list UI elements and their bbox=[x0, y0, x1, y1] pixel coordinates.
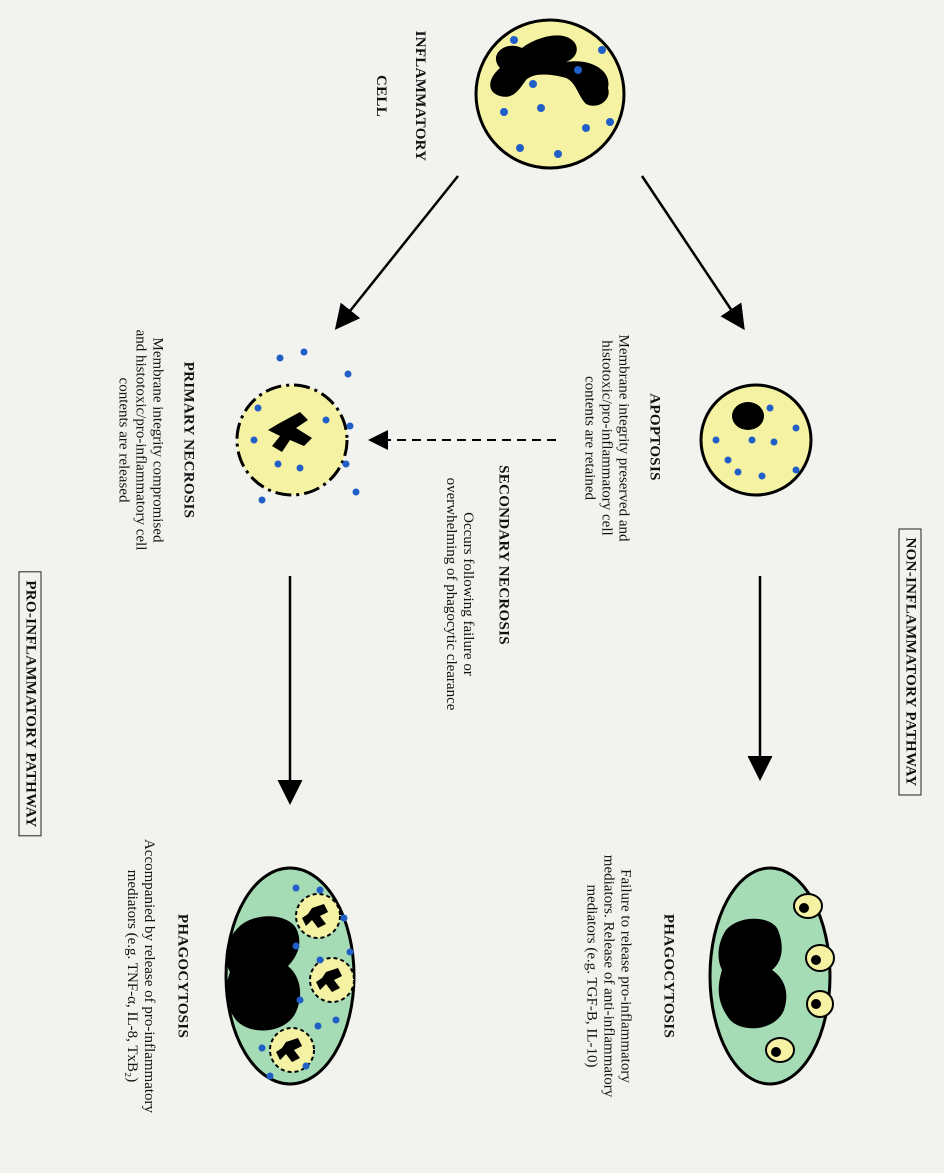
label-secondary-necrosis: SECONDARY NECROSIS bbox=[495, 465, 512, 645]
phagocyte-pro-nucleus bbox=[226, 916, 300, 1030]
label-primary-necrosis: PRIMARY NECROSIS bbox=[180, 362, 197, 519]
arrow-to-apoptosis bbox=[642, 176, 742, 326]
pro-inflammatory-pathway-title: PRO-INFLAMMATORY PATHWAY bbox=[19, 571, 42, 836]
necrotic-cell bbox=[237, 349, 360, 504]
inflammatory-cell-line-2: CELL bbox=[372, 31, 389, 162]
secondary-necrosis-description: Occurs following failure or overwhelming… bbox=[442, 478, 476, 711]
phagocytosis-pro-description: Accompanied by release of pro-inflammato… bbox=[123, 839, 157, 1113]
arrow-to-primary-necrosis bbox=[338, 176, 458, 326]
apoptotic-cell bbox=[701, 385, 811, 495]
phagocyte-non-nucleus bbox=[719, 919, 787, 1029]
label-phagocytosis-pro-inflammatory: PHAGOCYTOSIS bbox=[174, 914, 191, 1038]
primary-necrosis-description: Membrane integrity compromised and histo… bbox=[115, 330, 166, 551]
apoptosis-description: Membrane integrity preserved and histoto… bbox=[581, 334, 632, 541]
phagocyte-non-inflammatory bbox=[710, 868, 834, 1084]
label-inflammatory-cell: INFLAMMATORY CELL bbox=[372, 31, 428, 162]
label-apoptosis: APOPTOSIS bbox=[646, 393, 663, 480]
phagocytosis-non-description: Failure to release pro-inflammatory medi… bbox=[583, 855, 634, 1097]
inflammatory-cell bbox=[476, 20, 624, 168]
inflammatory-cell-line-1: INFLAMMATORY bbox=[411, 31, 428, 162]
label-phagocytosis-non-inflammatory: PHAGOCYTOSIS bbox=[660, 914, 677, 1038]
non-inflammatory-pathway-title: NON-INFLAMMATORY PATHWAY bbox=[899, 528, 922, 795]
apoptotic-nucleus bbox=[732, 402, 764, 430]
phagocyte-pro-inflammatory bbox=[226, 868, 354, 1084]
